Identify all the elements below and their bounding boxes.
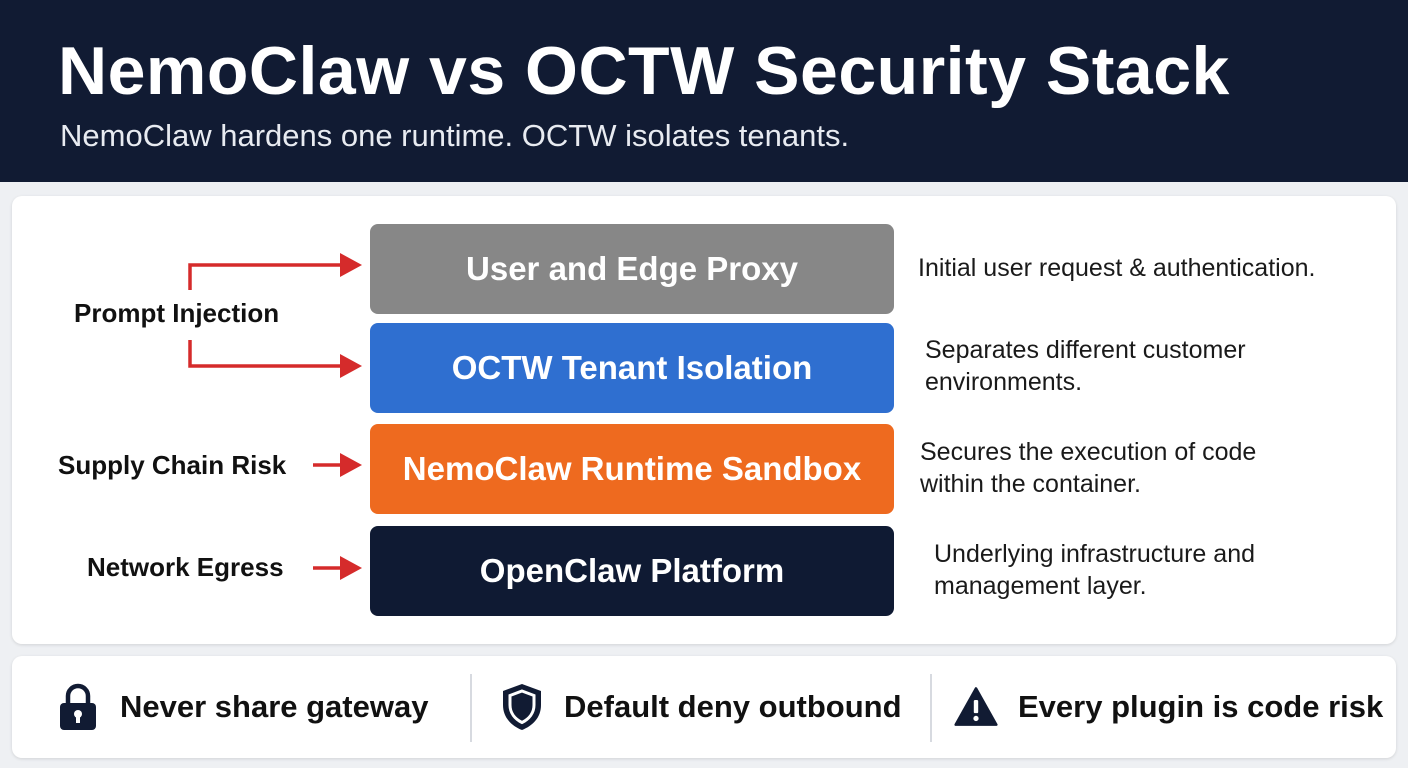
threat-supply-chain: Supply Chain Risk xyxy=(58,450,287,480)
arrowhead-egress xyxy=(340,556,362,580)
description-line: management layer. xyxy=(934,572,1147,600)
layer-nemoclaw-runtime-sandbox: NemoClaw Runtime Sandbox xyxy=(370,424,894,514)
principle-label: Never share gateway xyxy=(120,689,429,724)
description-line: environments. xyxy=(925,368,1083,396)
warning-icon xyxy=(954,682,998,732)
layer-user-edge-proxy: User and Edge Proxy xyxy=(370,224,894,314)
description-line: Separates different customer xyxy=(925,336,1246,364)
principle-every-plugin-code-risk: Every plugin is code risk xyxy=(954,656,1383,758)
description-octw-tenant-isolation: Separates different customer environment… xyxy=(925,334,1246,398)
layer-openclaw-platform: OpenClaw Platform xyxy=(370,526,894,616)
header-banner: NemoClaw vs OCTW Security Stack NemoClaw… xyxy=(0,0,1408,182)
page-subtitle: NemoClaw hardens one runtime. OCTW isola… xyxy=(60,118,850,153)
page-title: NemoClaw vs OCTW Security Stack xyxy=(58,33,1230,109)
threat-prompt-injection: Prompt Injection xyxy=(74,298,280,328)
description-nemoclaw-runtime-sandbox: Secures the execution of code within the… xyxy=(920,436,1256,500)
description-line: within the container. xyxy=(920,470,1141,498)
principle-label: Default deny outbound xyxy=(564,689,902,724)
principle-default-deny-outbound: Default deny outbound xyxy=(500,656,902,758)
description-openclaw-platform: Underlying infrastructure and management… xyxy=(934,538,1255,602)
arrowhead-tenant xyxy=(340,354,362,378)
footer-divider xyxy=(470,674,472,742)
arrow-prompt-to-tenant xyxy=(188,340,345,368)
description-line: Secures the execution of code xyxy=(920,438,1257,466)
description-line: Underlying infrastructure and xyxy=(934,540,1255,568)
principle-label: Every plugin is code risk xyxy=(1018,689,1384,724)
description-user-edge-proxy: Initial user request & authentication. xyxy=(918,252,1315,284)
principle-never-share-gateway: Never share gateway xyxy=(56,656,428,758)
threat-network-egress: Network Egress xyxy=(87,552,284,582)
principles-footer: Never share gateway Default deny outboun… xyxy=(12,656,1396,758)
description-line: Initial user request & authentication. xyxy=(918,254,1316,282)
lock-icon xyxy=(56,682,100,732)
arrow-prompt-to-edge xyxy=(188,263,345,290)
shield-icon xyxy=(500,682,544,732)
footer-divider xyxy=(930,674,932,742)
arrowhead-supply xyxy=(340,453,362,477)
layer-octw-tenant-isolation: OCTW Tenant Isolation xyxy=(370,323,894,413)
arrowhead-edge xyxy=(340,253,362,277)
